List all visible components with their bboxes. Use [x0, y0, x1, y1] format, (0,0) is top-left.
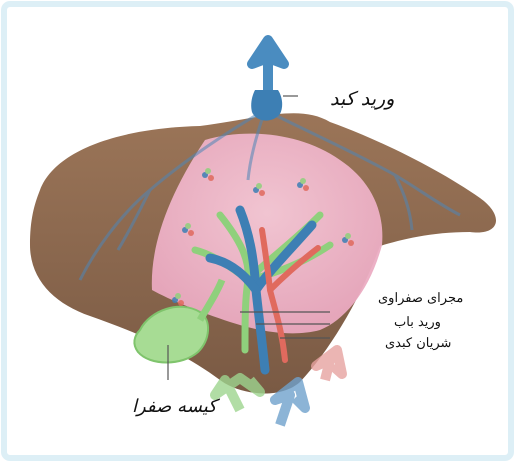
hepatic-vein — [251, 90, 282, 121]
hepatic-vein-arrow — [252, 40, 284, 90]
label-gallbladder: کیسه صفرا — [132, 396, 217, 417]
label-bile-duct: مجرای صفراوی — [378, 291, 463, 306]
label-portal-vein: ورید باب — [394, 315, 441, 330]
label-hepatic-artery: شریان کبدی — [385, 336, 451, 351]
bile-outflow-arrow — [215, 378, 260, 410]
label-hepatic-vein: ورید کبد — [330, 88, 394, 110]
